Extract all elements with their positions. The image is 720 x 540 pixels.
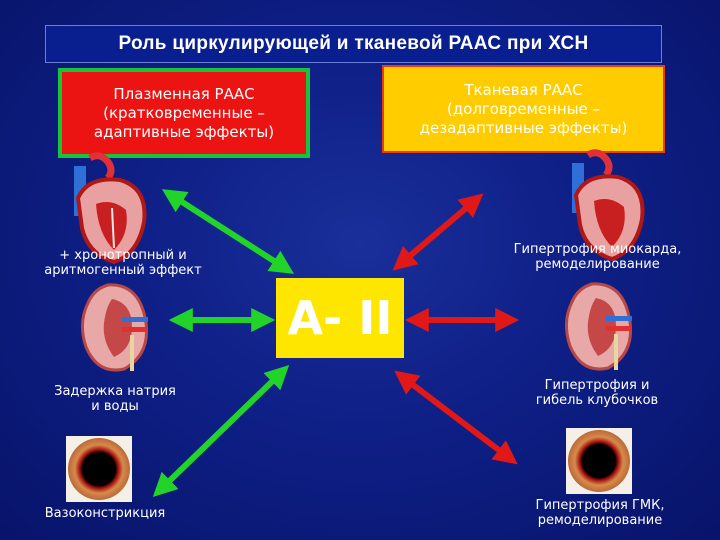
- arrow-right-top: [392, 193, 484, 271]
- tissue-raas-box: Тканевая РААС (долговременные – дезадапт…: [382, 65, 665, 153]
- arrow-left-bottom: [152, 364, 290, 498]
- heart-icon: [74, 152, 147, 265]
- heart-icon: [572, 149, 645, 262]
- vessel-cross-section-icon: [66, 436, 132, 502]
- label-chronotropic-effect: + хронотропный и аритмогенный эффект: [44, 248, 202, 278]
- page-title: Роль циркулирующей и тканевой РААС при Х…: [45, 25, 662, 63]
- arrow-right-bottom: [394, 370, 518, 465]
- label-smc-hypertrophy: Гипертрофия ГМК, ремоделирование: [535, 498, 665, 528]
- label-glomerular-hypertrophy: Гипертрофия и гибель клубочков: [535, 378, 659, 408]
- label-vasoconstriction: Вазоконстрикция: [44, 506, 166, 521]
- label-myocardial-hypertrophy: Гипертрофия миокарда, ремоделирование: [513, 242, 682, 272]
- arrow-left-top: [161, 189, 295, 274]
- kidney-icon: [565, 282, 633, 371]
- plasma-raas-box: Плазменная РААС (кратковременные – адапт…: [58, 68, 310, 158]
- label-sodium-retention: Задержка натрия и воды: [54, 384, 176, 414]
- vessel-cross-section-icon: [566, 428, 632, 494]
- angiotensin-ii-box: А- II: [276, 278, 404, 358]
- kidney-icon: [81, 283, 149, 372]
